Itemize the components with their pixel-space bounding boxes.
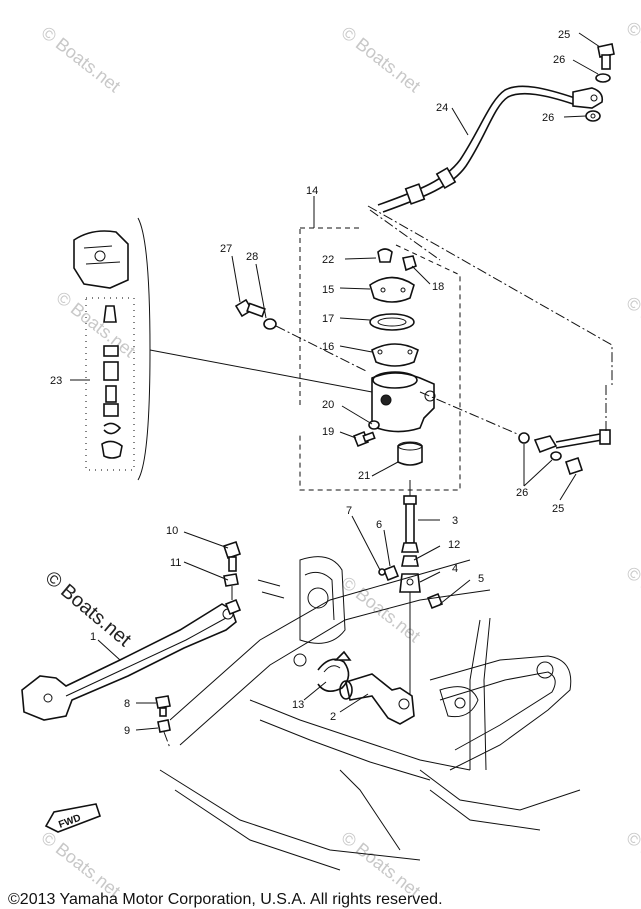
callout: 10 <box>166 525 178 537</box>
callouts: 25 26 26 24 14 22 15 17 16 18 20 19 21 2… <box>50 29 570 737</box>
push-rod <box>399 495 444 610</box>
callout: 7 <box>346 505 352 517</box>
callout: 18 <box>432 281 444 293</box>
callout: 22 <box>322 254 334 266</box>
detail-bracket <box>137 217 151 481</box>
union-bolt-top <box>585 43 615 122</box>
watermark: © Boats.net <box>38 22 125 96</box>
bolt-27 <box>234 298 277 330</box>
callout: 9 <box>124 725 130 737</box>
brake-shaft <box>317 650 415 725</box>
fwd-arrow: FWD <box>44 803 102 833</box>
callout: 28 <box>246 251 258 263</box>
detail-23 <box>73 230 135 471</box>
callout: 26 <box>516 487 528 499</box>
watermark: © Boats.net <box>623 562 641 636</box>
bolt-8 <box>155 695 171 733</box>
frame-sketch <box>159 556 581 871</box>
watermark: © Boats.net <box>623 17 641 91</box>
leader-line <box>149 349 373 393</box>
callout: 8 <box>124 698 130 710</box>
callout: 16 <box>322 341 334 353</box>
callout: 15 <box>322 284 334 296</box>
centerline <box>369 209 441 261</box>
assembly-box <box>299 227 461 491</box>
callout: 11 <box>170 557 181 569</box>
callout: 23 <box>50 375 62 387</box>
callout: 27 <box>220 243 232 255</box>
callout: 19 <box>322 426 334 438</box>
callout: 14 <box>306 185 318 197</box>
brake-pedal <box>21 598 242 721</box>
centerline <box>367 205 613 385</box>
copyright-text: ©2013 Yamaha Motor Corporation, U.S.A. A… <box>8 891 443 908</box>
callout: 5 <box>478 573 484 585</box>
hose-lower-fittings <box>518 429 611 476</box>
callout: 24 <box>436 102 448 114</box>
pin-parts <box>378 564 400 582</box>
callout: 26 <box>553 54 565 66</box>
callout: 25 <box>552 503 564 515</box>
watermark: © Boats.net <box>53 287 140 361</box>
callout: 13 <box>292 699 304 711</box>
callout: 17 <box>322 313 334 325</box>
watermark-main: © Boats.net <box>41 567 136 651</box>
callout: 4 <box>452 563 458 575</box>
callout: 25 <box>558 29 570 41</box>
watermark: © Boats.net <box>623 827 641 901</box>
callout: 12 <box>448 539 460 551</box>
watermark: © Boats.net <box>623 292 641 366</box>
watermark: © Boats.net <box>338 22 425 96</box>
centerline <box>163 731 171 749</box>
callout: 1 <box>90 631 96 643</box>
callout: 21 <box>358 470 370 482</box>
watermarks: © Boats.net © Boats.net © Boats.net © Bo… <box>38 17 641 901</box>
brake-hose <box>377 85 604 213</box>
leader-lines <box>70 32 601 731</box>
callout: 6 <box>376 519 382 531</box>
centerline <box>275 325 369 373</box>
pedal-bolt <box>222 540 242 587</box>
master-cylinder <box>352 248 436 466</box>
callout: 26 <box>542 112 554 124</box>
callout: 20 <box>322 399 334 411</box>
callout: 3 <box>452 515 458 527</box>
centerline <box>419 391 523 437</box>
callout: 2 <box>330 711 336 723</box>
